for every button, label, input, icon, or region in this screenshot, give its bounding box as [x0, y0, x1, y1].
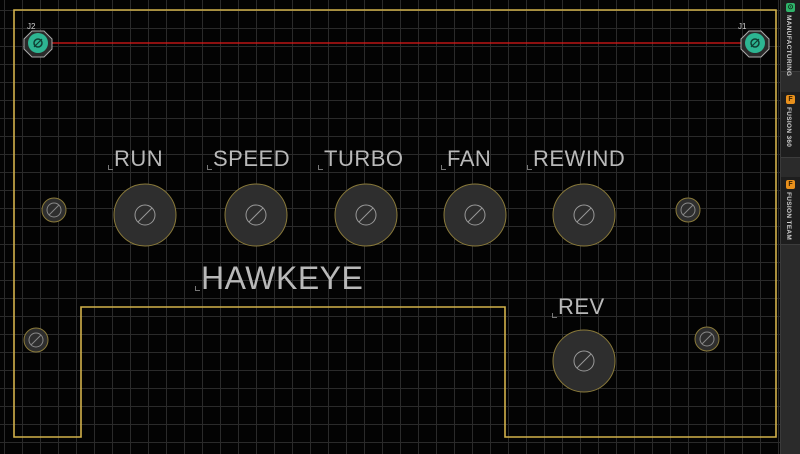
mounting-hole[interactable]	[23, 327, 49, 353]
fusion-360-icon: F	[786, 95, 795, 104]
pcb-canvas[interactable]: J2 J1 RUN SPEED TURBO FAN REWIND HAWKEYE…	[0, 0, 780, 454]
fusion-team-icon: F	[786, 180, 795, 189]
dock-tab-label: FUSION 360	[785, 107, 792, 148]
button-hole-speed[interactable]	[224, 183, 288, 247]
dock-tab-fusion-team[interactable]: F FUSION TEAM	[781, 177, 800, 245]
mounting-hole[interactable]	[694, 326, 720, 352]
board-view[interactable]	[0, 0, 780, 454]
dock-tab-label: MANUFACTURING	[785, 15, 792, 77]
label-origin-tick	[207, 165, 212, 170]
dock-tab-fusion-360[interactable]: F FUSION 360	[781, 92, 800, 158]
silk-label-rewind[interactable]: REWIND	[533, 146, 626, 171]
mounting-hole[interactable]	[675, 197, 701, 223]
silk-label-turbo[interactable]: TURBO	[324, 146, 404, 171]
dock-tab-label: FUSION TEAM	[785, 192, 792, 241]
silk-title-hawkeye[interactable]: HAWKEYE	[201, 260, 364, 296]
mounting-hole[interactable]	[41, 197, 67, 223]
button-hole-run[interactable]	[113, 183, 177, 247]
button-hole-rev[interactable]	[552, 329, 616, 393]
label-origin-tick	[108, 165, 113, 170]
button-hole-fan[interactable]	[443, 183, 507, 247]
connector-j1-pad[interactable]	[740, 30, 770, 58]
button-hole-rewind[interactable]	[552, 183, 616, 247]
label-origin-tick	[318, 165, 323, 170]
silk-label-run[interactable]: RUN	[114, 146, 164, 171]
connector-ref-label: J2	[27, 22, 36, 31]
label-origin-tick	[552, 313, 557, 318]
connector-ref-label: J1	[738, 22, 747, 31]
label-origin-tick	[441, 165, 446, 170]
silk-label-speed[interactable]: SPEED	[213, 146, 291, 171]
manufacturing-icon: ⊙	[786, 3, 795, 12]
label-origin-tick	[195, 286, 200, 291]
silk-label-fan[interactable]: FAN	[447, 146, 492, 171]
silk-label-rev[interactable]: REV	[558, 294, 605, 319]
label-origin-tick	[527, 165, 532, 170]
dock-tab-manufacturing[interactable]: ⊙ MANUFACTURING	[781, 0, 800, 76]
connector-j2-pad[interactable]	[23, 30, 53, 58]
button-hole-turbo[interactable]	[334, 183, 398, 247]
side-panel-dock: ⊙ MANUFACTURING F FUSION 360 F FUSION TE…	[780, 0, 800, 454]
board-outline[interactable]	[13, 9, 777, 438]
